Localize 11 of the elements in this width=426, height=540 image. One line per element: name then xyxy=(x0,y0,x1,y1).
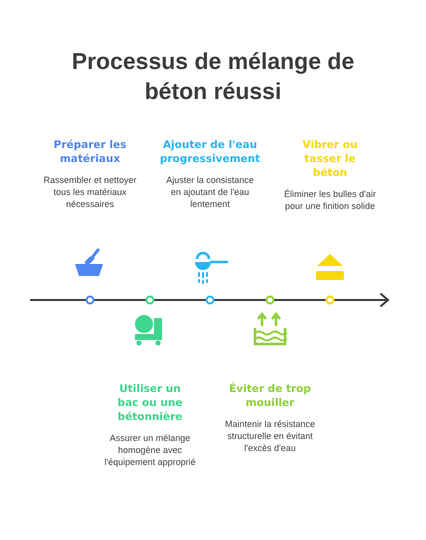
step-description: Rassembler et nettoyer tous les matériaux nécessaires xyxy=(42,174,138,210)
step-heading: Ajouter de l'eau progressivement xyxy=(158,138,262,166)
step-heading: Vibrer ou tasser le béton xyxy=(302,138,358,180)
step-heading: Éviter de trop mouiller xyxy=(228,382,312,410)
step-heading: Préparer les matériaux xyxy=(52,138,128,166)
step-description: Maintenir la résistance structurelle en évitant l'excès d'eau xyxy=(224,418,316,454)
step-description: Éliminer les bulles d'air pour une finition solide xyxy=(283,188,377,212)
step-description: Ajuster la consistance en ajoutant de l'eau lentement xyxy=(165,174,255,210)
diagram-title: Processus de mélange de béton réussi xyxy=(70,47,356,106)
step-description: Assurer un mélange homogène avec l'équipement approprié xyxy=(103,432,197,468)
step-heading: Utiliser un bac ou une bétonnière xyxy=(116,382,184,424)
